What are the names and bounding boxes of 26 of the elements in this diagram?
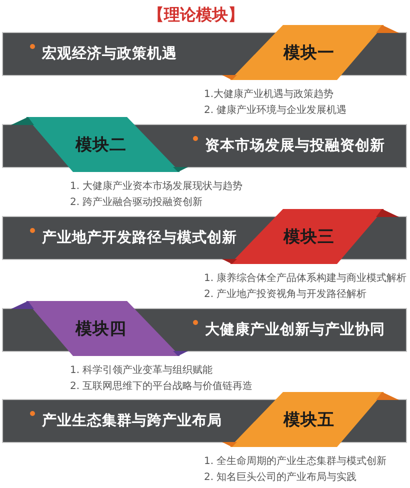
topic-title: 资本市场发展与投融资创新 bbox=[205, 137, 385, 155]
module-label: 模块三 bbox=[284, 227, 334, 247]
subtopic-text: 1. 康养综合体全产品体系构建与商业模式解析 bbox=[204, 273, 407, 285]
subtopic-text: 2. 产业地产投资视角与开发路径解析 bbox=[204, 289, 367, 301]
subtopic-text: 2. 健康产业环境与企业发展机遇 bbox=[204, 105, 347, 117]
subtopic-text: 1.大健康产业机遇与政策趋势 bbox=[204, 89, 334, 101]
module-tab bbox=[222, 209, 400, 264]
subtopic-text: 2. 知名巨头公司的产业布局与实践 bbox=[204, 472, 357, 484]
topic-title: 宏观经济与政策机遇 bbox=[42, 45, 177, 63]
module-label: 模块二 bbox=[76, 135, 126, 155]
module-label: 模块五 bbox=[284, 410, 334, 430]
subtopic-text: 2. 跨产业融合驱动投融资创新 bbox=[70, 197, 203, 209]
subtopic-text: 1. 大健康产业资本市场发展现状与趋势 bbox=[70, 181, 243, 193]
module-label: 模块一 bbox=[284, 43, 334, 63]
module-label: 模块四 bbox=[76, 319, 126, 339]
module-tab bbox=[10, 301, 188, 356]
module-tab bbox=[222, 392, 400, 447]
subtopic-text: 2. 互联网思维下的平台战略与价值链再造 bbox=[70, 381, 253, 393]
subtopic-text: 1. 全生命周期的产业生态集群与模式创新 bbox=[204, 456, 387, 468]
module-tab bbox=[222, 25, 400, 80]
subtopic-text: 1. 科学引领产业变革与组织赋能 bbox=[70, 365, 213, 377]
module-tab bbox=[10, 117, 188, 172]
title-text: 【理论模块】 bbox=[148, 5, 244, 25]
topic-title: 产业生态集群与跨产业布局 bbox=[42, 412, 222, 430]
topic-title: 产业地产开发路径与模式创新 bbox=[42, 229, 237, 247]
topic-title: 大健康产业创新与产业协同 bbox=[205, 321, 385, 339]
